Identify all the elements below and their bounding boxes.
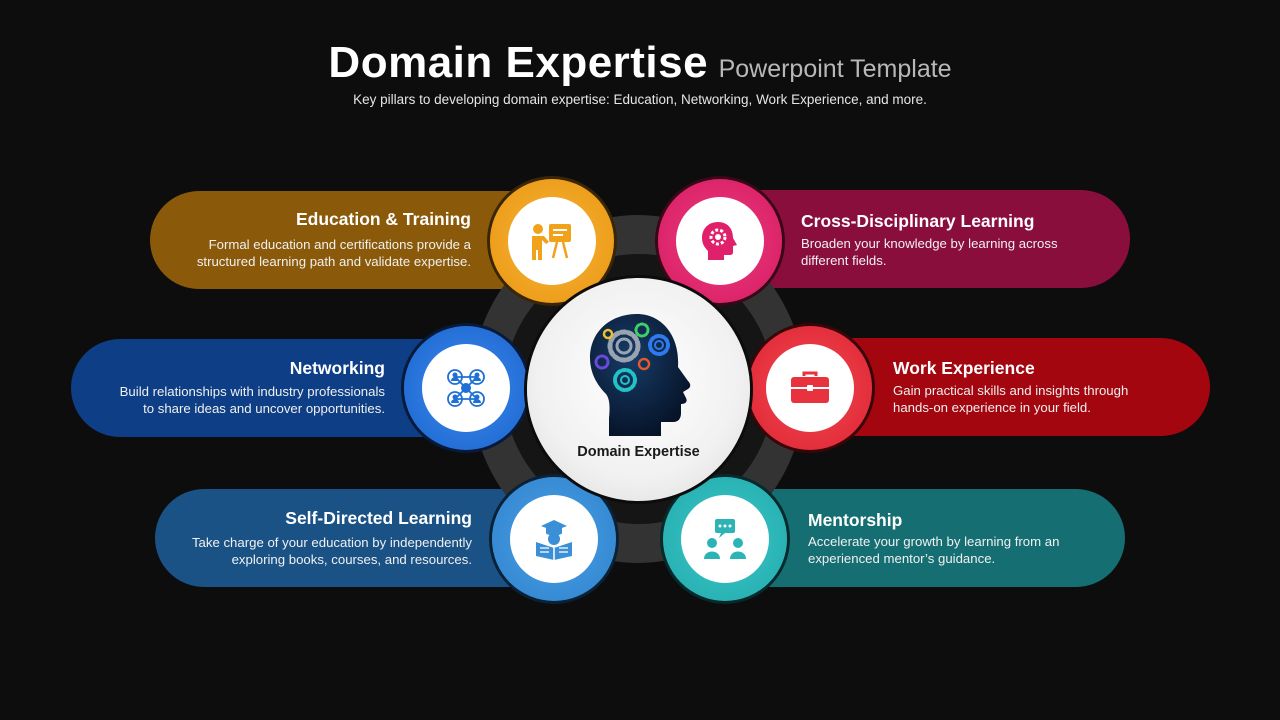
reading-icon — [536, 520, 572, 560]
work-experience-icon-circle — [748, 326, 872, 450]
slide-title-suffix: Powerpoint Template — [718, 55, 952, 83]
education-desc-line2: structured learning path and validate ex… — [196, 254, 471, 269]
self-directed-desc-line1: Take charge of your education by indepen… — [191, 535, 472, 550]
networking-icon-circle — [404, 326, 528, 450]
mentorship-desc-line2: experienced mentor’s guidance. — [808, 551, 996, 566]
mentorship-desc-line1: Accelerate your growth by learning from … — [808, 534, 1060, 549]
work-experience-title: Work Experience — [893, 358, 1035, 378]
self-directed-desc-line2: exploring books, courses, and resources. — [231, 552, 472, 567]
self-directed-title: Self-Directed Learning — [285, 508, 472, 528]
slide-title: Domain Expertise — [328, 38, 709, 87]
mentorship-icon-circle — [663, 477, 787, 601]
mentorship-title: Mentorship — [808, 510, 903, 530]
mentor-icon — [704, 519, 746, 559]
self-directed-icon-circle — [492, 477, 616, 601]
head-gears-icon — [590, 314, 691, 436]
center-label: Domain Expertise — [577, 444, 700, 460]
work-experience-desc-line2: hands-on experience in your field. — [893, 400, 1091, 415]
briefcase-icon — [791, 371, 829, 403]
cross-disciplinary-icon-circle — [658, 179, 782, 303]
education-icon-circle — [490, 179, 614, 303]
networking-desc-line1: Build relationships with industry profes… — [119, 384, 385, 399]
work-experience-desc-line1: Gain practical skills and insights throu… — [893, 383, 1129, 398]
slide-header: Domain Expertise Powerpoint Template — [0, 38, 1280, 88]
cross-disciplinary-title: Cross-Disciplinary Learning — [801, 211, 1035, 231]
education-title: Education & Training — [295, 209, 471, 229]
slide-subtitle: Key pillars to developing domain experti… — [353, 92, 927, 107]
cross-disciplinary-desc-line1: Broaden your knowledge by learning acros… — [801, 236, 1058, 251]
network-icon — [447, 369, 485, 407]
presentation-icon — [532, 224, 571, 260]
education-desc-line1: Formal education and certifications prov… — [208, 237, 471, 252]
networking-title: Networking — [289, 358, 385, 378]
networking-desc-line2: to share ideas and uncover opportunities… — [143, 401, 385, 416]
head-gear-icon — [702, 222, 737, 260]
cross-disciplinary-desc-line2: different fields. — [801, 253, 887, 268]
